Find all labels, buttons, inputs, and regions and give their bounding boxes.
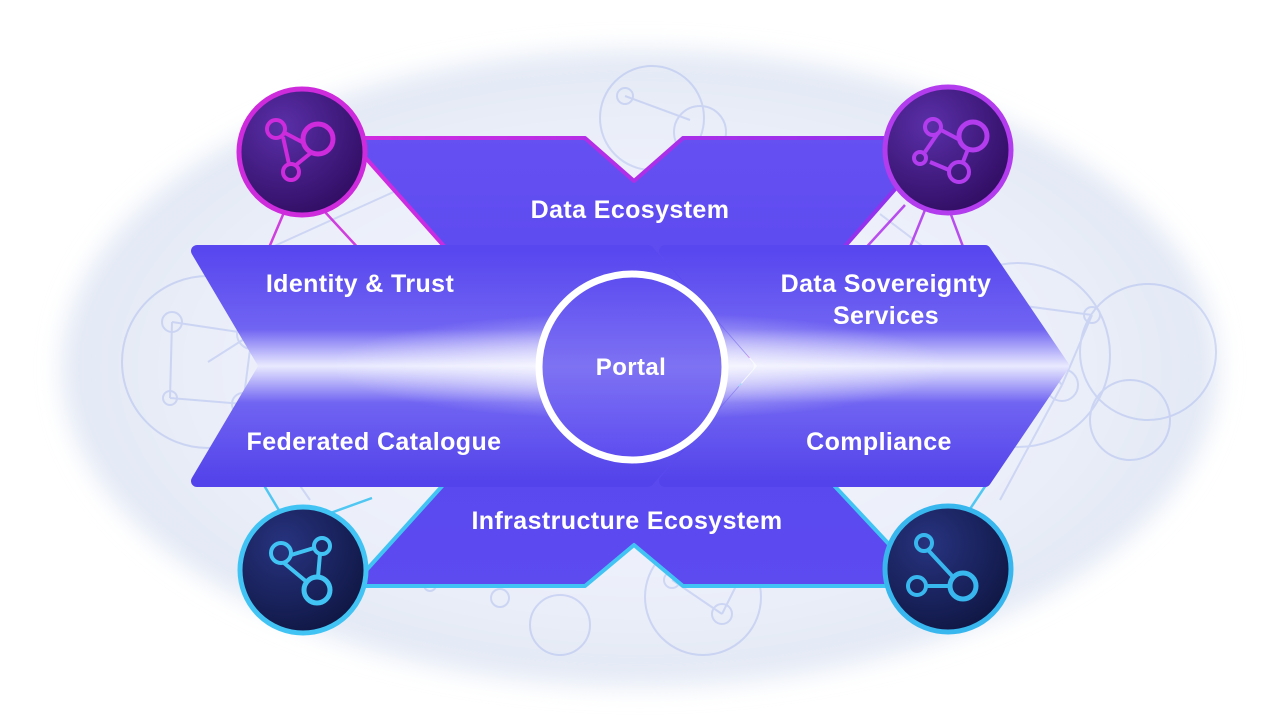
portal-label: Portal xyxy=(596,354,666,381)
bottom-banner-label: Infrastructure Ecosystem xyxy=(471,507,782,535)
node-top-left xyxy=(236,86,368,218)
left-band-bottom-label: Federated Catalogue xyxy=(247,428,502,456)
top-banner-label: Data Ecosystem xyxy=(531,196,730,224)
left-band-top-label: Identity & Trust xyxy=(266,270,455,298)
right-band-top-label-line2: Services xyxy=(833,302,939,330)
node-bottom-right xyxy=(882,503,1014,635)
molecule-icon-top-right xyxy=(912,117,990,184)
node-bottom-left xyxy=(237,504,369,636)
right-band-bottom-label: Compliance xyxy=(806,428,952,456)
right-band-top-label-line1: Data Sovereignty xyxy=(781,270,992,298)
node-top-right xyxy=(882,84,1014,216)
molecule-icon-bottom-left xyxy=(269,536,333,606)
molecule-icon-top-left xyxy=(265,118,336,182)
molecule-icon-bottom-right xyxy=(906,533,979,602)
portal-circle xyxy=(535,270,729,464)
